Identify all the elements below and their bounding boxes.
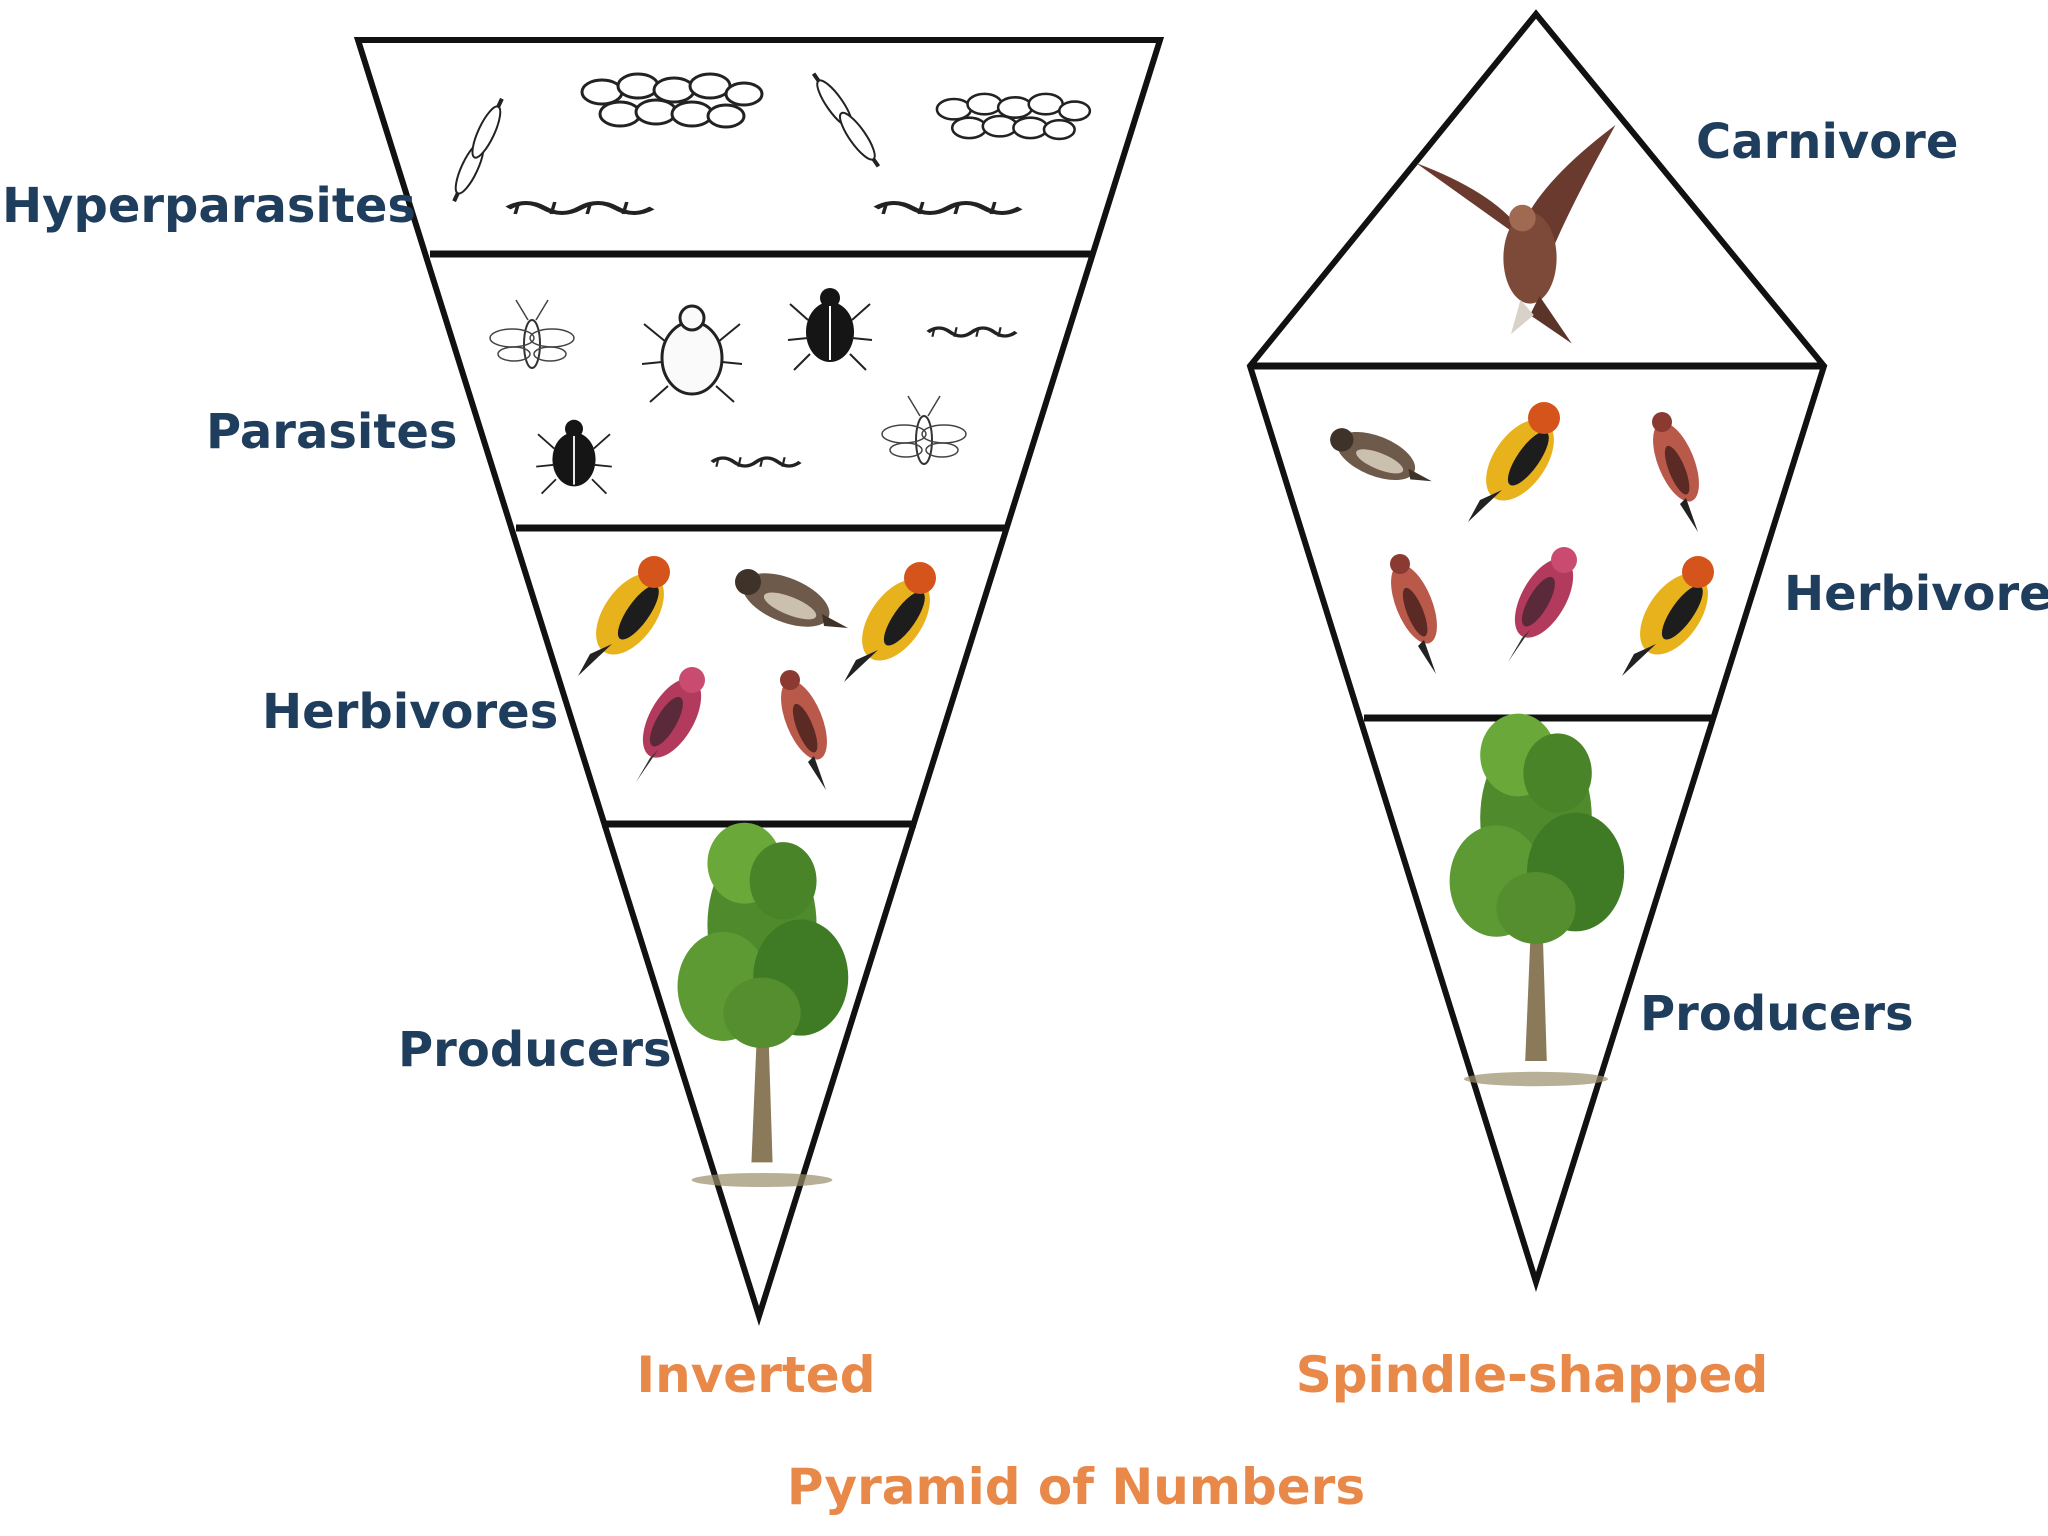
label-inverted-producers: Producers xyxy=(398,1022,672,1078)
label-hyperparasites: Hyperparasites xyxy=(2,178,416,234)
caption-inverted: Inverted xyxy=(637,1346,876,1404)
label-spindle-herbivores: Herbivores xyxy=(1784,566,2048,622)
inverted-pyramid xyxy=(353,37,1165,1327)
footer-title: Pyramid of Numbers xyxy=(787,1458,1365,1516)
label-parasites: Parasites xyxy=(206,404,457,460)
label-inverted-herbivores: Herbivores xyxy=(262,684,558,740)
label-carnivore: Carnivore xyxy=(1696,114,1958,170)
label-spindle-producers: Producers xyxy=(1640,986,1914,1042)
spindle-pyramid xyxy=(1246,9,1828,1293)
spindle-pyramid-outline xyxy=(1246,9,1828,1293)
caption-spindle: Spindle-shapped xyxy=(1296,1346,1769,1404)
inverted-pyramid-outline xyxy=(353,37,1165,1327)
